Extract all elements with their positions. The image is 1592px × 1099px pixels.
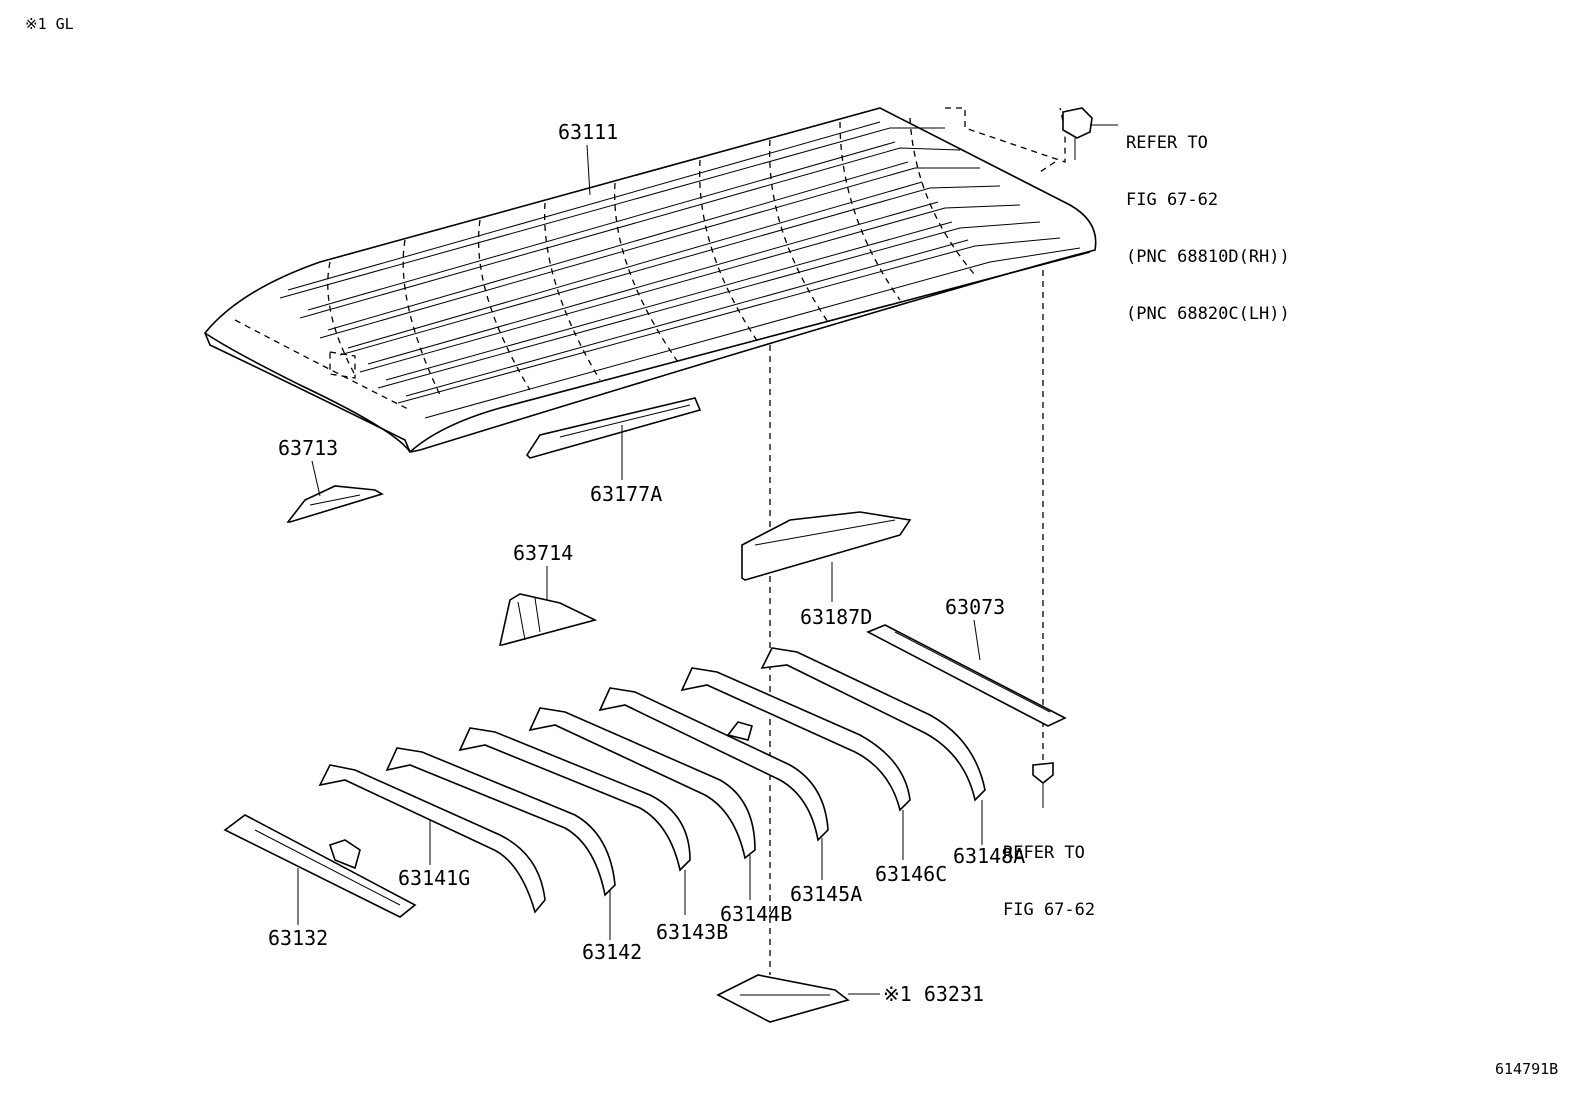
part-63132-shape [223,814,417,918]
label-63143b: 63143B [656,920,729,944]
part-63713-shape [286,485,385,523]
part-63187d-shape [741,511,912,581]
label-63145a: 63145A [790,882,863,906]
part-63073-shape [866,624,1067,727]
label-63714: 63714 [513,541,574,565]
part-63714-shape [499,593,598,646]
refer-note-bottom: REFER TO FIG 67-62 [1003,806,1095,939]
part-63231-shape [716,974,850,1023]
refer-bottom-line1: REFER TO [1003,843,1085,863]
roof-panel [203,107,1097,453]
figure-code: 614791B [1495,1060,1559,1078]
refer-top-line1: REFER TO [1126,133,1208,153]
label-63177a: 63177A [590,482,663,506]
roof-clip-top [1062,107,1118,160]
roof-clip-bottom [1032,762,1054,808]
label-63231: ※1 63231 [883,982,985,1006]
label-63132: 63132 [268,926,329,950]
label-63713: 63713 [278,436,339,460]
refer-bottom-line2: FIG 67-62 [1003,900,1096,920]
refer-top-line2: FIG 67-62 [1126,190,1219,210]
label-63144b: 63144B [720,902,793,926]
label-63146c: 63146C [875,862,948,886]
refer-note-top: REFER TO FIG 67-62 (PNC 68810D(RH)) (PNC… [1126,96,1290,343]
part-63177a-shape [525,397,702,459]
header-note: ※1 GL [25,15,74,33]
refer-top-line4: (PNC 68820C(LH)) [1126,304,1290,324]
label-63187d: 63187D [800,605,873,629]
label-63148a: 63148A [953,844,1026,868]
refer-top-line3: (PNC 68810D(RH)) [1126,247,1290,267]
roof-bows [318,647,986,914]
label-63142: 63142 [582,940,643,964]
label-63111: 63111 [558,120,619,144]
label-63141g: 63141G [398,866,471,890]
label-63073: 63073 [945,595,1006,619]
